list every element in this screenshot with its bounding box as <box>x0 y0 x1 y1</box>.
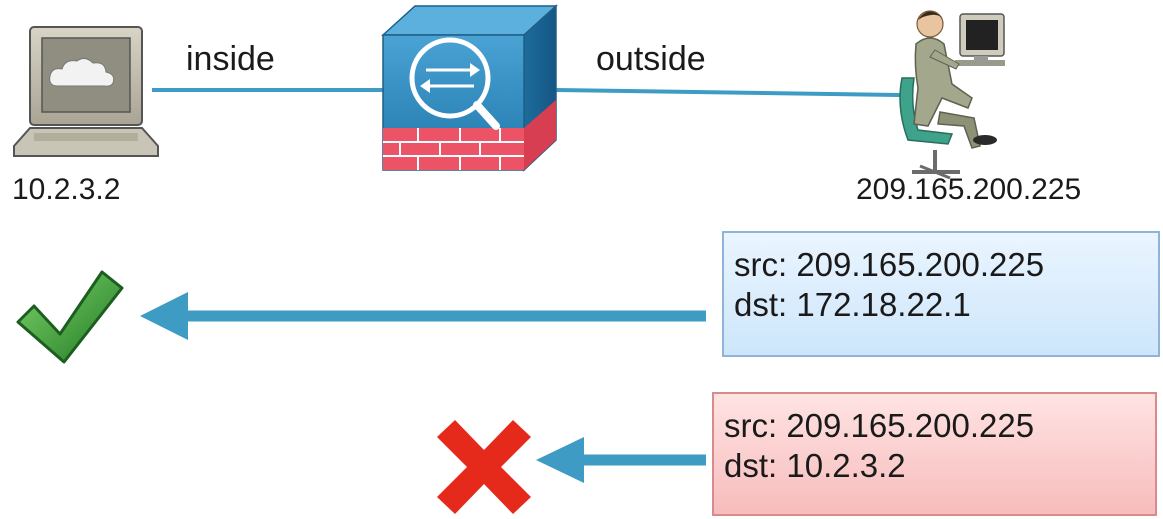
denied-packet-box: src: 209.165.200.225 dst: 10.2.3.2 <box>712 392 1157 516</box>
outside-link-line <box>555 88 901 97</box>
denied-packet-arrow <box>536 437 706 483</box>
checkmark-icon <box>16 270 124 364</box>
inside-link-label: inside <box>186 40 275 78</box>
allowed-packet-arrow <box>140 292 706 340</box>
firewall-icon <box>381 4 558 172</box>
outside-link-label: outside <box>596 40 706 78</box>
packet-dst: dst: 10.2.3.2 <box>724 447 906 485</box>
allowed-packet-box: src: 209.165.200.225 dst: 172.18.22.1 <box>722 231 1160 357</box>
packet-src: src: 209.165.200.225 <box>724 407 1035 444</box>
packet-src: src: 209.165.200.225 <box>734 246 1045 283</box>
x-mark-icon <box>437 420 531 514</box>
outside-host-ip: 209.165.200.225 <box>856 173 1082 206</box>
user-at-workstation-icon <box>899 10 1005 180</box>
computer-icon <box>13 26 159 157</box>
packet-dst: dst: 172.18.22.1 <box>734 286 971 324</box>
inside-host-ip: 10.2.3.2 <box>12 173 121 206</box>
